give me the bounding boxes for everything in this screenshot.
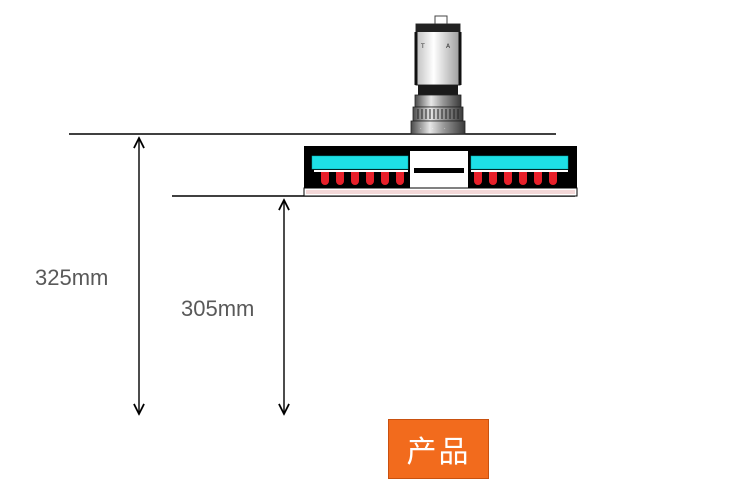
ring-light-icon [303,146,578,197]
dimension-label-325: 325mm [35,265,108,290]
product-label: 产品 [388,419,489,479]
svg-text:·: · [432,126,434,132]
svg-text:·: · [444,126,446,132]
svg-text:T: T [420,43,425,50]
industrial-camera-icon: T A · · · [410,15,466,135]
svg-text:·: · [420,126,422,132]
svg-text:A: A [446,43,451,50]
dimension-label-305: 305mm [181,296,254,321]
